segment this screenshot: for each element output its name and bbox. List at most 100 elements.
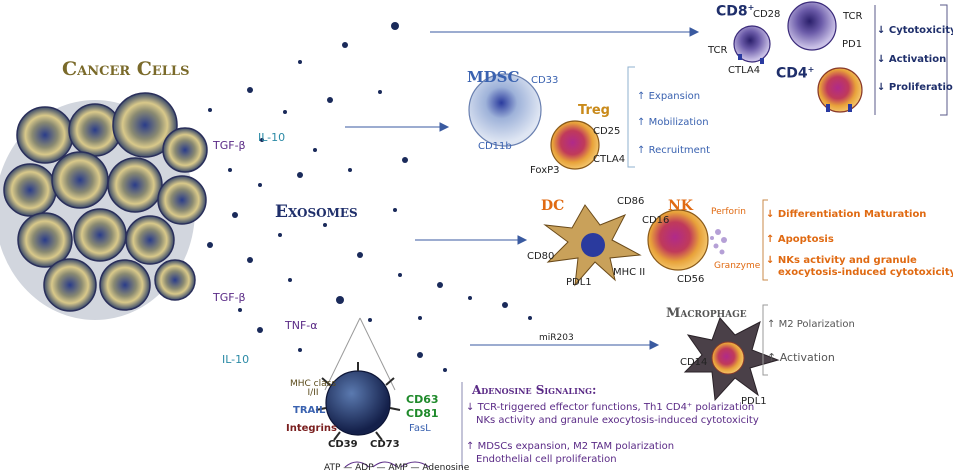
- exosome-particle: [208, 108, 212, 112]
- effect-text: Mobilization: [648, 117, 709, 128]
- exosome-particle: [258, 183, 262, 187]
- exosome-particle: [443, 368, 447, 372]
- cancer-cells-title: Cancer Cells: [62, 58, 190, 80]
- cd39-label: CD39: [328, 439, 358, 450]
- atp-adenosine-pathway: ATP — ADP — AMP — Adenosine: [324, 463, 470, 473]
- exosome-particle: [528, 316, 532, 320]
- down-arrow-icon: ↓: [766, 209, 775, 220]
- cd8-text: CD8: [716, 3, 748, 20]
- t-cell-group: [733, 1, 863, 113]
- cd81-label: CD81: [406, 407, 439, 420]
- effect-text: Activation: [779, 351, 835, 364]
- up-arrow-icon: ↑: [637, 117, 646, 128]
- up-arrow-icon: ↑: [637, 91, 646, 102]
- pdl1-macrophage-label: PDL1: [741, 396, 767, 407]
- exosome-particle: [297, 172, 303, 178]
- adenosine-down-2: NKs activity and granule exocytosis-indu…: [476, 415, 759, 426]
- mhc-line2: I/II: [307, 388, 319, 398]
- dc-nk-effect-nk-activity-line2: exocytosis-induced cytotoxicity: [778, 267, 953, 278]
- effect-text: NKs activity and granule: [777, 255, 917, 266]
- exosome-particle: [402, 157, 408, 163]
- tgf-beta-label-top: TGF-β: [213, 139, 246, 152]
- exosome-particle: [502, 302, 508, 308]
- exosome-particle: [336, 296, 344, 304]
- macrophage-effect-m2: ↑ M2 Polarization: [767, 320, 855, 330]
- dc-nk-effect-nk-activity: ↓ NKs activity and granule: [766, 256, 917, 266]
- il10-label-bottom: IL-10: [222, 353, 250, 366]
- effect-text: Expansion: [648, 91, 701, 102]
- down-arrow-icon: ↓: [877, 54, 886, 65]
- tnf-alpha-label: TNF-α: [285, 319, 318, 332]
- exosome-particle: [298, 348, 302, 352]
- exosome-particle: [393, 208, 397, 212]
- macrophage-effect-activation: ↑ Activation: [767, 352, 835, 363]
- exosome-particle: [288, 278, 292, 282]
- adenosine-title: Adenosine Signaling:: [472, 383, 597, 397]
- down-arrow-icon: ↓: [877, 82, 886, 93]
- cd80-label: CD80: [527, 251, 555, 262]
- exosome-particle: [313, 148, 317, 152]
- exosome-particle: [418, 316, 422, 320]
- exosome-particle: [348, 168, 352, 172]
- cd56-label: CD56: [677, 274, 705, 285]
- mir203-label: miR203: [539, 333, 574, 343]
- fasl-label: FasL: [409, 423, 431, 434]
- effect-text: Apoptosis: [777, 234, 834, 245]
- dc-nk-group: [543, 204, 727, 287]
- cd33-label: CD33: [531, 75, 559, 86]
- exosome-particle: [207, 242, 213, 248]
- exosome-particle: [323, 223, 327, 227]
- exosome-particle: [437, 282, 443, 288]
- cd4-text: CD4: [776, 65, 808, 82]
- down-arrow-icon: ↓: [877, 25, 886, 36]
- ctla4-tcell-label: CTLA4: [728, 65, 761, 76]
- trail-label: TRAIL: [293, 405, 326, 416]
- exosome-particle: [278, 233, 282, 237]
- cd73-label: CD73: [370, 439, 400, 450]
- treg-label: Treg: [578, 103, 610, 118]
- down-arrow-icon: ↓: [466, 402, 475, 413]
- cd86-label: CD86: [617, 196, 645, 207]
- exosome-particle: [417, 352, 423, 358]
- cd14-label: CD14: [680, 357, 708, 368]
- exosome-particle: [247, 257, 253, 263]
- mdsc-effect-recruitment: ↑ Recruitment: [637, 146, 710, 156]
- mhc-line1: MHC class: [290, 379, 337, 389]
- il10-label-top: IL-10: [258, 131, 286, 144]
- cd63-label: CD63: [406, 393, 439, 406]
- effect-text: MDSCs expansion, M2 TAM polarization: [477, 441, 675, 452]
- up-arrow-icon: ↑: [766, 234, 775, 245]
- tcell-effect-activation: ↓ Activation: [877, 55, 946, 65]
- cd28-label: CD28: [753, 9, 781, 20]
- exosome-particle: [391, 22, 399, 30]
- tcr-right-label: TCR: [843, 11, 863, 22]
- exosome-particle: [238, 308, 242, 312]
- exosome-particle: [468, 296, 472, 300]
- mdsc-treg-group: [468, 73, 600, 170]
- adenosine-up-1: ↑ MDSCs expansion, M2 TAM polarization: [466, 442, 674, 452]
- down-arrow-icon: ↓: [766, 255, 775, 266]
- effect-text: Cytotoxicity: [888, 25, 953, 36]
- cd8-sup: +: [747, 3, 755, 12]
- exosome-particle: [342, 42, 348, 48]
- cd25-label: CD25: [593, 126, 621, 137]
- macrophage-label: Macrophage: [666, 306, 747, 321]
- pathway-arrows: [345, 27, 700, 350]
- exosome-particle: [232, 212, 238, 218]
- cd11b-label: CD11b: [478, 141, 512, 152]
- cd16-label: CD16: [642, 215, 670, 226]
- integrins-label: Integrins: [286, 423, 337, 434]
- cd4-sup: +: [807, 65, 815, 74]
- macrophage-group: [683, 317, 780, 402]
- exosome-particle: [368, 318, 372, 322]
- effect-text: Proliferation: [888, 82, 953, 93]
- mhc2-label: MHC II: [613, 267, 646, 278]
- up-arrow-icon: ↑: [637, 145, 646, 156]
- perforin-label: Perforin: [711, 207, 746, 217]
- exosome-particle: [257, 327, 263, 333]
- ctla4-treg-label: CTLA4: [593, 154, 626, 165]
- effect-text: Differentiation Maturation: [777, 209, 927, 220]
- tcell-effect-proliferation: ↓ Proliferation: [877, 83, 953, 93]
- nk-label: NK: [668, 198, 693, 214]
